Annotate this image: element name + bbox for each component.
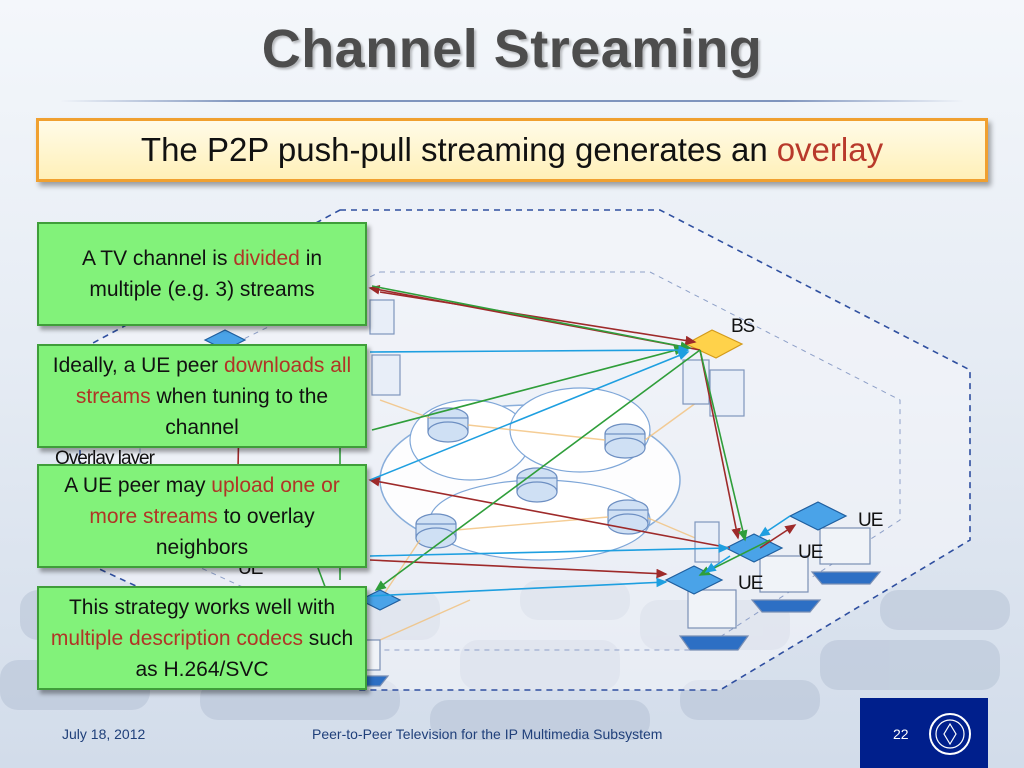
label-overlay-layer: Overlay layer	[55, 448, 155, 469]
label-ue-3: UE	[738, 573, 763, 594]
callout-segment: when tuning to the channel	[150, 384, 329, 439]
university-seal-icon	[929, 713, 971, 755]
callout-segment: to overlay neighbors	[155, 504, 315, 559]
callout-segment: Ideally, a UE peer	[52, 353, 224, 377]
callout-text: A TV channel is divided in multiple (e.g…	[45, 243, 359, 305]
callout-divided-streams: A TV channel is divided in multiple (e.g…	[37, 222, 367, 326]
callout-upload-streams: A UE peer may upload one or more streams…	[37, 464, 367, 568]
router-icon	[415, 407, 649, 549]
callout-downloads-all: Ideally, a UE peer downloads all streams…	[37, 344, 367, 448]
label-bs: BS	[731, 316, 755, 337]
callout-segment: such as H.264/SVC	[135, 626, 354, 681]
callout-highlight: divided	[233, 247, 300, 270]
callout-text: This strategy works well with multiple d…	[45, 592, 359, 685]
server-icon	[369, 299, 745, 563]
page-number: 22	[893, 726, 909, 742]
label-ue-2: UE	[798, 542, 823, 563]
headline-box: The P2P push-pull streaming generates an…	[36, 118, 988, 182]
headline-text: The P2P push-pull streaming generates an	[140, 131, 768, 168]
callout-text: A UE peer may upload one or more streams…	[45, 470, 359, 563]
callout-highlight: multiple description codecs	[50, 626, 303, 650]
footer-date: July 18, 2012	[62, 726, 146, 742]
headline-highlight: overlay	[776, 131, 884, 168]
callout-highlight: upload one or more streams	[89, 473, 340, 528]
label-ue-1: UE	[858, 510, 883, 531]
callout-segment: A UE peer may	[64, 473, 212, 497]
callout-text: Ideally, a UE peer downloads all streams…	[45, 350, 359, 443]
callout-mdc-codecs: This strategy works well with multiple d…	[37, 586, 367, 690]
page-number-box	[860, 698, 988, 768]
footer-title: Peer-to-Peer Television for the IP Multi…	[312, 726, 663, 742]
callout-highlight: downloads all streams	[75, 353, 352, 408]
callout-segment: A TV channel is	[81, 247, 234, 270]
callout-segment: This strategy works well with	[68, 595, 336, 619]
title-divider	[60, 100, 964, 102]
slide-title: Channel Streaming	[261, 19, 763, 79]
base-station-icon	[684, 329, 744, 359]
callout-segment: in multiple (e.g. 3) streams	[89, 247, 323, 301]
